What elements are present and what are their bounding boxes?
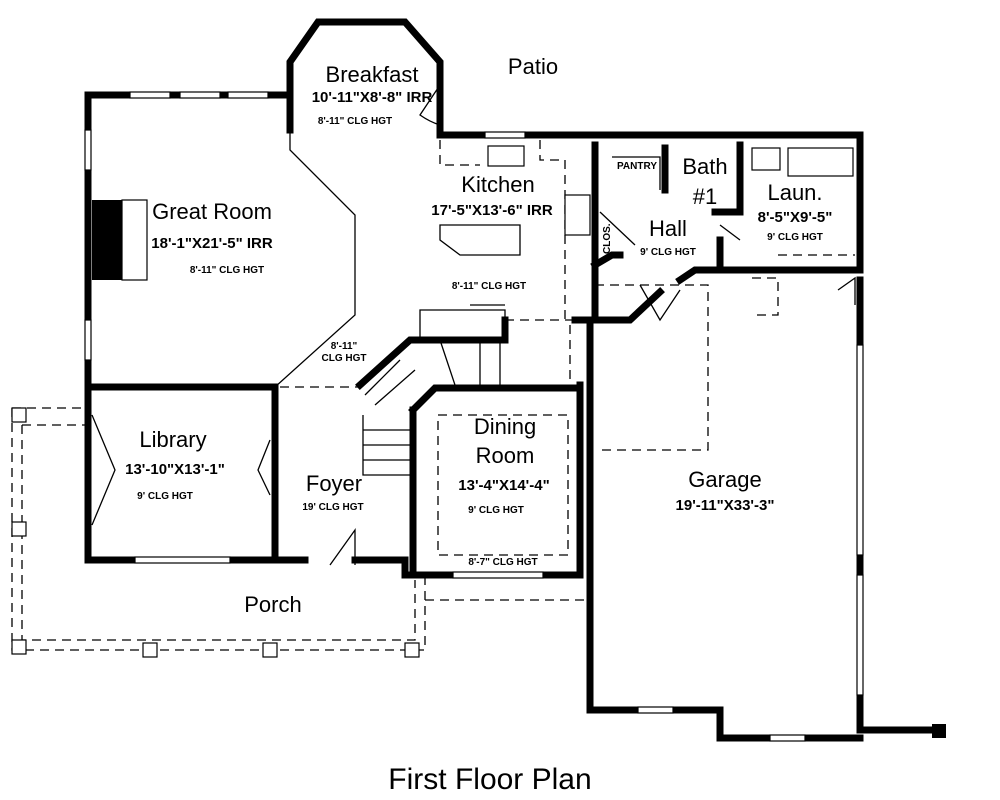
walls <box>84 18 944 742</box>
laundry-size: 8'-5"X9'-5" <box>758 209 833 226</box>
great-room-label: Great Room <box>152 199 272 224</box>
fireplace <box>92 199 148 281</box>
laundry-ceiling: 9' CLG HGT <box>767 232 823 243</box>
porch-outline <box>11 407 590 658</box>
windows <box>84 91 946 742</box>
dining-ceiling: 9' CLG HGT <box>468 505 524 516</box>
room-labels: Patio Breakfast 10'-11"X8'-8" IRR 8'-11"… <box>125 54 832 796</box>
porch-label: Porch <box>244 592 301 617</box>
laundry-label: Laun. <box>767 180 822 205</box>
kitchen-ceiling: 8'-11" CLG HGT <box>452 281 526 292</box>
hall-label: Hall <box>649 216 687 241</box>
dining-bay-ceiling: 8'-7" CLG HGT <box>468 557 537 568</box>
breakfast-size: 10'-11"X8'-8" IRR <box>312 89 433 106</box>
garage-size: 19'-11"X33'-3" <box>676 497 775 514</box>
garage-label: Garage <box>688 467 761 492</box>
closet-label: CLOS. <box>602 223 613 254</box>
library-ceiling: 9' CLG HGT <box>137 491 193 502</box>
plan-title: First Floor Plan <box>388 763 591 796</box>
hall-ceiling: 9' CLG HGT <box>640 247 696 258</box>
dining-label-line2: Room <box>476 443 535 468</box>
great-room-size: 18'-1"X21'-5" IRR <box>151 235 273 252</box>
kitchen-label: Kitchen <box>461 172 534 197</box>
interior-details <box>91 84 856 566</box>
breakfast-ceiling: 8'-11" CLG HGT <box>318 116 392 127</box>
pantry-label: PANTRY <box>617 161 657 172</box>
bath-label: Bath <box>682 154 727 179</box>
foyer-label: Foyer <box>306 471 362 496</box>
bath-number: #1 <box>693 184 717 209</box>
dining-label-line1: Dining <box>474 414 536 439</box>
patio-label: Patio <box>508 54 558 79</box>
great-room-ceiling: 8'-11" CLG HGT <box>190 265 264 276</box>
stair-ceiling-line2: CLG HGT <box>322 353 367 364</box>
library-label: Library <box>139 427 206 452</box>
library-size: 13'-10"X13'-1" <box>125 461 225 478</box>
kitchen-size: 17'-5"X13'-6" IRR <box>431 202 553 219</box>
dining-size: 13'-4"X14'-4" <box>458 477 549 494</box>
stair-ceiling-line1: 8'-11" <box>331 341 358 352</box>
breakfast-label: Breakfast <box>326 62 419 87</box>
foyer-ceiling: 19' CLG HGT <box>302 502 363 513</box>
